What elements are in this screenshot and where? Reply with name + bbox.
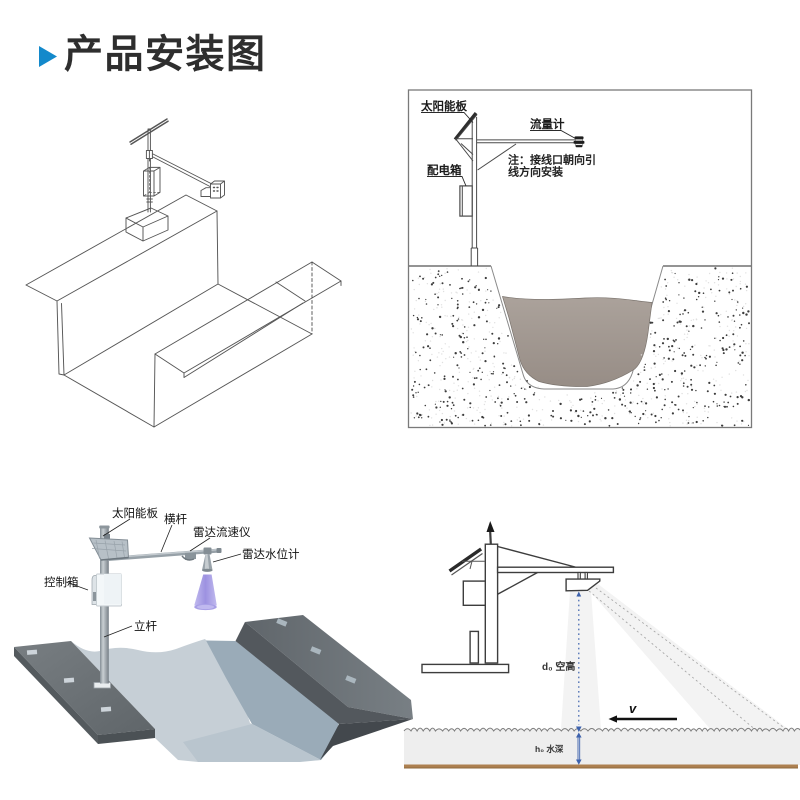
- svg-text:雷达流速仪: 雷达流速仪: [193, 525, 251, 539]
- svg-text:配电箱: 配电箱: [427, 163, 462, 177]
- svg-text:注：接线口朝向引: 注：接线口朝向引: [508, 153, 596, 167]
- svg-text:v: v: [629, 701, 637, 716]
- svg-text:产品安装图: 产品安装图: [64, 34, 267, 77]
- svg-text:h₀ 水深: h₀ 水深: [535, 744, 564, 754]
- svg-text:流量计: 流量计: [530, 117, 565, 131]
- svg-text:控制箱: 控制箱: [44, 575, 79, 589]
- svg-text:立杆: 立杆: [134, 619, 157, 633]
- svg-text:d₀ 空高: d₀ 空高: [542, 660, 575, 673]
- svg-text:雷达水位计: 雷达水位计: [242, 547, 300, 561]
- svg-text:太阳能板: 太阳能板: [420, 99, 467, 113]
- svg-text:横杆: 横杆: [164, 512, 187, 526]
- svg-text:线方向安装: 线方向安装: [508, 165, 563, 179]
- svg-text:太阳能板: 太阳能板: [112, 506, 158, 520]
